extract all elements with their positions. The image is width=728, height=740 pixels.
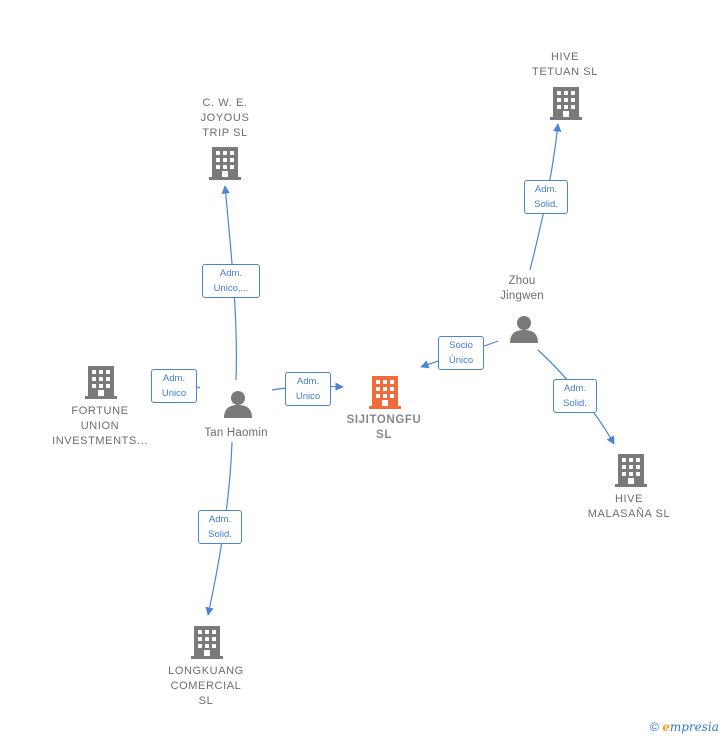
building-icon[interactable] bbox=[615, 454, 647, 487]
building-icon-main[interactable] bbox=[369, 376, 401, 409]
building-icon[interactable] bbox=[209, 147, 241, 180]
node-label-longkuang[interactable]: LONGKUANG COMERCIAL SL bbox=[168, 665, 244, 707]
building-icon[interactable] bbox=[85, 366, 117, 399]
node-label-hive-malasana[interactable]: HIVE MALASAÑA SL bbox=[587, 493, 671, 520]
edge-label-zhou-sijitongfu[interactable]: Socio Único bbox=[438, 336, 484, 370]
node-label-hive-tetuan[interactable]: HIVE TETUAN SL bbox=[532, 51, 598, 78]
edge-label-zhou-tetuan[interactable]: Adm. Solid. bbox=[524, 180, 568, 214]
brand-logo-e: e bbox=[662, 720, 670, 734]
person-icon[interactable] bbox=[224, 391, 252, 418]
copyright-symbol: © bbox=[650, 720, 659, 734]
brand-logo[interactable]: empresia bbox=[662, 720, 719, 734]
node-label-zhou-jingwen[interactable]: Zhou Jingwen bbox=[500, 275, 544, 302]
brand-logo-text: mpresia bbox=[669, 720, 719, 734]
edge-label-tan-longkuang[interactable]: Adm. Solid. bbox=[198, 510, 242, 544]
node-label-tan-haomin[interactable]: Tan Haomin bbox=[204, 427, 268, 439]
footer-credit: © empresia bbox=[650, 720, 719, 734]
building-icon[interactable] bbox=[191, 626, 223, 659]
edge-label-zhou-malasana[interactable]: Adm. Solid. bbox=[553, 379, 597, 413]
node-label-sijitongfu[interactable]: SIJITONGFU SL bbox=[346, 414, 422, 441]
edge-label-tan-cwe[interactable]: Adm. Unico,... bbox=[202, 264, 260, 298]
node-label-cwe-joyous-trip[interactable]: C. W. E. JOYOUS TRIP SL bbox=[200, 97, 250, 139]
node-label-fortune-union[interactable]: FORTUNE UNION INVESTMENTS... bbox=[52, 405, 148, 447]
building-icon[interactable] bbox=[550, 87, 582, 120]
edge-label-tan-fortune[interactable]: Adm. Unico bbox=[151, 369, 197, 403]
edge-label-tan-sijitongfu[interactable]: Adm. Unico bbox=[285, 372, 331, 406]
person-icon[interactable] bbox=[510, 316, 538, 343]
